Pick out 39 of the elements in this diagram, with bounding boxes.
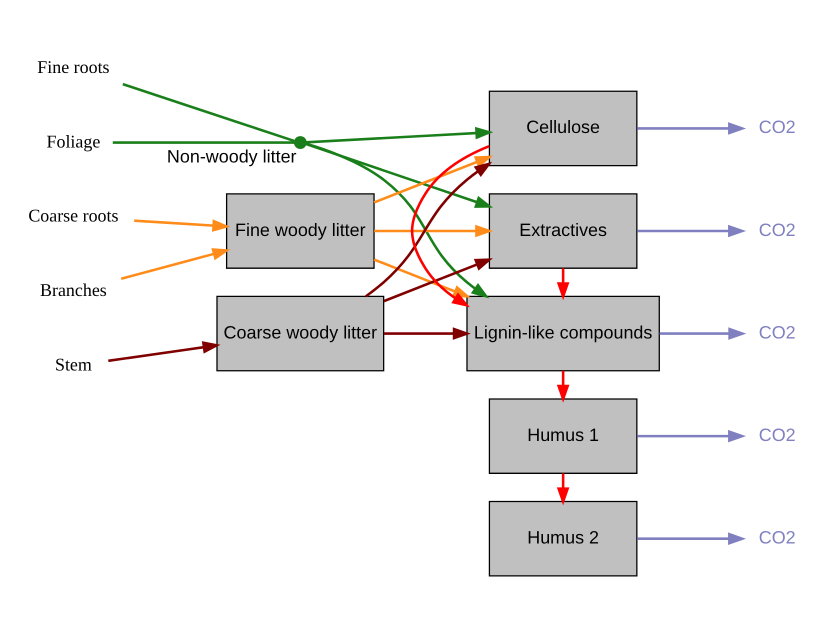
arrow	[637, 224, 746, 238]
node-text: CO2	[758, 527, 796, 548]
node-text: Coarse roots	[28, 206, 118, 226]
node-box: Cellulose	[488, 90, 638, 166]
arrow	[637, 122, 746, 135]
node-text: CO2	[758, 220, 796, 240]
arrow	[108, 341, 221, 362]
arrow	[120, 248, 230, 280]
connector	[122, 82, 295, 142]
node-text: Stem	[54, 354, 92, 374]
node-text: CO2	[758, 424, 796, 445]
arrow	[374, 156, 493, 204]
arrow	[134, 219, 230, 232]
arrow	[660, 327, 746, 340]
arrow	[306, 126, 494, 144]
node-box: Coarse woody litter	[216, 296, 384, 372]
node-label: Non-woody litter	[166, 146, 297, 167]
arrow	[410, 145, 490, 308]
node-text: CO2	[758, 322, 796, 342]
node-box: Fine woody litter	[226, 193, 375, 269]
arrow	[637, 532, 746, 545]
node-box: Humus 2	[488, 500, 638, 576]
arrow	[556, 473, 570, 506]
arrow	[383, 258, 493, 302]
node-circle	[294, 136, 307, 149]
arrow	[556, 268, 570, 300]
connector	[112, 141, 294, 144]
node-box: Lignin-like compounds	[466, 296, 660, 372]
arrow	[637, 430, 746, 442]
arrow	[306, 142, 494, 208]
node-box: Extractives	[488, 193, 638, 269]
arrow	[374, 224, 494, 238]
arrow	[556, 370, 570, 403]
node-text: Branches	[40, 280, 107, 300]
node-text: Fine roots	[37, 56, 110, 77]
arrow	[384, 327, 471, 340]
node-text: CO2	[758, 117, 796, 138]
node-text: Foliage	[46, 131, 100, 152]
node-box: Humus 1	[488, 398, 638, 474]
